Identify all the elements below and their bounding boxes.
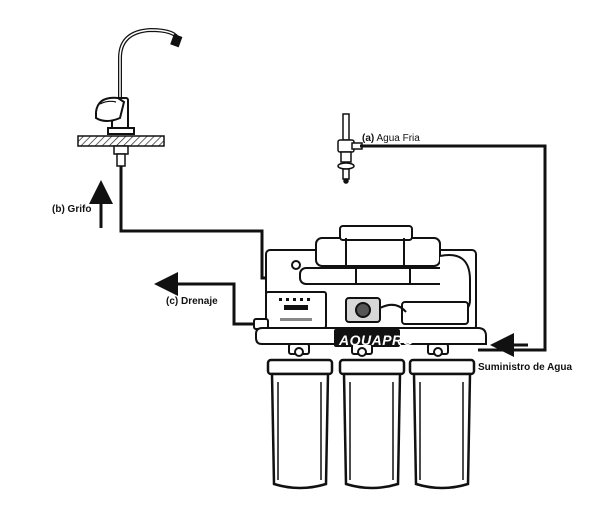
ro-unit [253, 225, 487, 357]
filter-housing-2 [338, 358, 406, 490]
flow-arrows [89, 180, 528, 357]
cap-fittings [288, 343, 449, 357]
label-drenaje: (c) Drenaje [166, 296, 218, 307]
brand-logo: AQUAPRO [339, 332, 415, 348]
faucet-icon [95, 27, 183, 135]
countertop [77, 135, 165, 147]
indicator-leds [279, 298, 310, 301]
filter-housing-1 [266, 358, 334, 490]
label-agua-fria-tag: (a) [362, 133, 375, 144]
filter-housings [266, 358, 476, 490]
label-suministro: Suministro de Agua [478, 362, 573, 373]
label-agua-fria-text: Agua Fria [376, 133, 420, 144]
filter-housing-3 [408, 358, 476, 490]
label-grifo: (b) Grifo [52, 204, 92, 215]
cold-water-valve-icon [337, 113, 363, 184]
faucet-shank [113, 145, 129, 167]
label-agua-fria: (a) Agua Fria [362, 134, 420, 144]
